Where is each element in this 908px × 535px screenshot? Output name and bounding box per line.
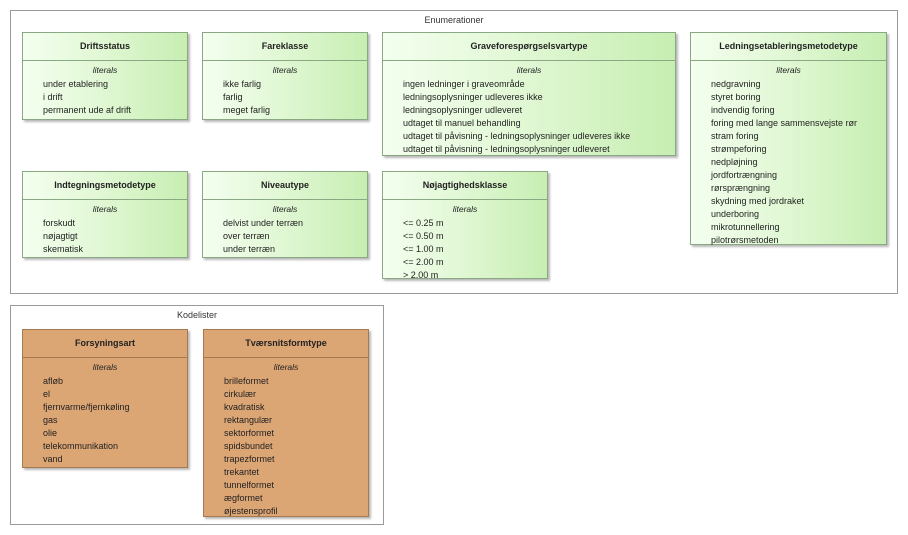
- package-title: Kodelister: [176, 310, 218, 320]
- literal-item: olie: [43, 428, 58, 438]
- literal-item: sektorformet: [224, 428, 275, 438]
- literal-item: pilotrørsmetoden: [711, 235, 779, 245]
- literal-item: el: [43, 389, 51, 399]
- literals-section-label: literals: [92, 65, 118, 75]
- literal-item: styret boring: [711, 92, 761, 102]
- literal-list: <= 0.25 m <= 0.50 m <= 1.00 m <= 2.00 m > 2.…: [383, 217, 547, 282]
- literal-item: foring med lange sammensvejste rør: [711, 118, 858, 128]
- literal-item: stram foring: [711, 131, 759, 141]
- literal-item: <= 2.00 m: [403, 257, 444, 267]
- literal-item: jordfortrængning: [711, 170, 778, 180]
- class-name: Graveforespørgselsvartype: [383, 33, 675, 61]
- literal-list: brilleformet cirkulær kvadratisk rektangulæ…: [204, 375, 368, 518]
- literal-item: udtaget til påvisning - ledningsoplysnin…: [403, 131, 631, 141]
- literal-item: over terræn: [223, 231, 270, 241]
- literal-item: rektangulær: [224, 415, 273, 425]
- class-fareklasse[interactable]: Fareklasse literals ikke farlig farlig meget…: [202, 32, 368, 120]
- class-name: Driftsstatus: [23, 33, 187, 61]
- literals-section-label: literals: [272, 65, 298, 75]
- literal-item: farlig: [223, 92, 243, 102]
- class-name: Nøjagtighedsklasse: [383, 172, 547, 200]
- class-tvaersnitsformtype[interactable]: Tværsnitsformtype literals brilleformet cir…: [203, 329, 369, 517]
- literal-list: nedgravning styret boring indvendig foring…: [691, 78, 886, 247]
- literal-list: forskudt nøjagtigt skematisk: [23, 217, 187, 256]
- literal-item: tunnelformet: [224, 480, 275, 490]
- literal-item: under terræn: [223, 244, 276, 254]
- literals-section-label: literals: [516, 65, 542, 75]
- literal-item: udtaget til manuel behandling: [403, 118, 521, 128]
- literals-section-label: literals: [92, 362, 118, 372]
- literal-item: underboring: [711, 209, 760, 219]
- package-title: Enumerationer: [424, 15, 484, 25]
- literal-item: <= 0.25 m: [403, 218, 444, 228]
- class-name: Forsyningsart: [23, 330, 187, 358]
- literal-item: cirkulær: [224, 389, 257, 399]
- literal-item: udtaget til påvisning - ledningsoplysnin…: [403, 144, 610, 154]
- literal-item: meget farlig: [223, 105, 271, 115]
- literal-list: afløb el fjernvarme/fjernkøling gas olie tele…: [23, 375, 187, 466]
- literal-item: brilleformet: [224, 376, 269, 386]
- class-indtegningsmetodetype[interactable]: Indtegningsmetodetype literals forskudt nøj…: [22, 171, 188, 258]
- class-niveautype[interactable]: Niveautype literals delvist under terræn ov…: [202, 171, 368, 258]
- literal-item: trekantet: [224, 467, 260, 477]
- literal-item: i drift: [43, 92, 63, 102]
- literal-item: nedgravning: [711, 79, 761, 89]
- literal-item: strømpeforing: [711, 144, 767, 154]
- literals-section-label: literals: [272, 204, 298, 214]
- literal-item: permanent ude af drift: [43, 105, 132, 115]
- class-ledningsetableringsmetodetype[interactable]: Ledningsetableringsmetodetype literals ned…: [690, 32, 887, 245]
- literal-item: skydning med jordraket: [711, 196, 805, 206]
- literal-item: nøjagtigt: [43, 231, 78, 241]
- literal-item: <= 1.00 m: [403, 244, 444, 254]
- class-name: Tværsnitsformtype: [204, 330, 368, 358]
- class-name: Ledningsetableringsmetodetype: [691, 33, 886, 61]
- literal-item: ikke farlig: [223, 79, 262, 89]
- literals-section-label: literals: [92, 204, 118, 214]
- literal-list: ingen ledninger i graveområde ledningsopl…: [383, 78, 675, 156]
- literals-section-label: literals: [273, 362, 299, 372]
- class-name: Niveautype: [203, 172, 367, 200]
- literal-item: under etablering: [43, 79, 109, 89]
- literals-section-label: literals: [452, 204, 478, 214]
- literal-item: ledningsoplysninger udleveres ikke: [403, 92, 543, 102]
- literals-section-label: literals: [776, 65, 801, 75]
- literal-item: afløb: [43, 376, 64, 386]
- literal-item: gas: [43, 415, 58, 425]
- literal-item: nedpløjning: [711, 157, 758, 167]
- literal-item: øjestensprofil: [224, 506, 278, 516]
- literal-item: ledningsoplysninger udleveret: [403, 105, 523, 115]
- literal-item: ingen ledninger i graveområde: [403, 79, 525, 89]
- class-driftsstatus[interactable]: Driftsstatus literals under etablering i dr…: [22, 32, 188, 120]
- literal-list: under etablering i drift permanent ude af …: [23, 78, 187, 117]
- class-graveforespoergselsvartype[interactable]: Graveforespørgselsvartype literals ingen l…: [382, 32, 676, 156]
- literal-item: mikrotunnellering: [711, 222, 780, 232]
- literal-item: > 2.00 m: [403, 270, 439, 280]
- literal-item: forskudt: [43, 218, 76, 228]
- literal-item: ægformet: [224, 493, 263, 503]
- literal-item: fjernvarme/fjernkøling: [43, 402, 130, 412]
- literal-item: telekommunikation: [43, 441, 119, 451]
- literal-item: rørsprængning: [711, 183, 771, 193]
- literal-item: delvist under terræn: [223, 218, 304, 228]
- literal-list: delvist under terræn over terræn under ter…: [203, 217, 367, 256]
- literal-item: indvendig foring: [711, 105, 775, 115]
- literal-list: ikke farlig farlig meget farlig: [203, 78, 367, 117]
- literal-item: trapezformet: [224, 454, 275, 464]
- class-forsyningsart[interactable]: Forsyningsart literals afløb el fjernvarme/f…: [22, 329, 188, 468]
- class-name: Indtegningsmetodetype: [23, 172, 187, 200]
- literal-item: skematisk: [43, 244, 84, 254]
- class-name: Fareklasse: [203, 33, 367, 61]
- literal-item: kvadratisk: [224, 402, 265, 412]
- literal-item: <= 0.50 m: [403, 231, 444, 241]
- literal-item: vand: [43, 454, 63, 464]
- literal-item: spidsbundet: [224, 441, 273, 451]
